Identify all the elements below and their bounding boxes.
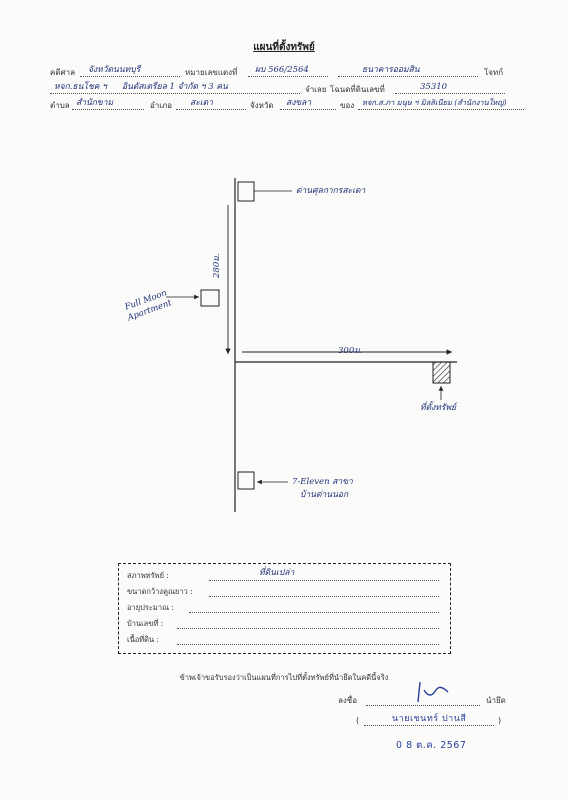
province-label: จังหวัด — [250, 101, 274, 110]
paren-open: ( — [356, 716, 360, 725]
defendant-line — [50, 93, 300, 94]
court-label: คดีศาล — [50, 68, 76, 77]
sign-label: ลงชื่อ — [338, 696, 358, 705]
document-title: แผนที่ตั้งทรัพย์ — [253, 42, 315, 53]
district-line — [176, 109, 246, 110]
condition-line — [209, 580, 439, 581]
customs-building — [237, 181, 255, 202]
seven-eleven-building — [237, 471, 255, 490]
case-value: ผบ 566/2564 — [255, 65, 309, 75]
role-label: นำยึด — [486, 696, 506, 705]
size-line — [209, 596, 439, 597]
customs-label: ด่านศุลกากรสะเดา — [296, 186, 366, 196]
condition-value: ที่ดินเปล่า — [259, 568, 295, 578]
subdistrict-line — [72, 109, 144, 110]
seven-eleven-label: 7-Eleven สาขา — [292, 477, 353, 487]
case-label: หมายเลขแดงที่ — [185, 68, 238, 77]
signature-line — [366, 705, 480, 706]
condition-label: สภาพทรัพย์ : — [127, 571, 169, 580]
certification-text: ข้าพเจ้าขอรับรองว่าเป็นแผนที่การไปที่ตั้… — [179, 673, 389, 682]
subdistrict-label: ตำบล — [50, 101, 70, 110]
full-moon-building — [200, 289, 220, 307]
property-plot — [432, 361, 451, 384]
defendant-label: จำเลย — [305, 85, 327, 94]
property-details-box: สภาพทรัพย์ : ที่ดินเปล่า ขนาดกว้างคูณยาว… — [118, 563, 451, 654]
age-line — [189, 612, 439, 613]
case-line — [248, 76, 328, 77]
subdistrict-value: สำนักขาม — [76, 98, 114, 108]
court-value: จังหวัดนนทบุรี — [88, 65, 141, 75]
deed-label: โฉนดที่ดินเลขที่ — [330, 85, 385, 94]
age-label: อายุประมาณ : — [127, 603, 174, 612]
house-number-line — [177, 628, 439, 629]
province-line — [280, 109, 336, 110]
defendant-value: หจก.ธนโชค ฯ — [54, 82, 107, 92]
land-area-line — [177, 644, 439, 645]
defendant-value-2: อินดัสเตรียล 1 จำกัด ฯ 3 คน — [122, 82, 228, 92]
property-label: ที่ตั้งทรัพย์ — [420, 403, 457, 413]
horizontal-distance-label: 300ม. — [338, 346, 363, 356]
size-label: ขนาดกว้างคูณยาว : — [127, 587, 193, 596]
signer-name-stamp: นายเชนทร์ ปานสี — [392, 714, 467, 724]
vs-line — [338, 76, 478, 77]
owner-line — [358, 109, 524, 110]
signature-stroke — [417, 681, 449, 703]
house-number-label: บ้านเลขที่ : — [127, 619, 164, 628]
vs-value: ธนาคารออมสิน — [362, 65, 420, 75]
seven-eleven-branch-label: บ้านด่านนอก — [300, 490, 349, 500]
owner-label: ของ — [340, 101, 355, 110]
court-line — [80, 76, 180, 77]
district-value: สะเดา — [190, 98, 213, 108]
date-stamp: 0 8 ต.ค. 2567 — [396, 740, 467, 751]
deed-line — [395, 93, 505, 94]
deed-value: 35310 — [420, 82, 448, 92]
land-area-label: เนื้อที่ดิน : — [127, 635, 160, 644]
name-line — [364, 725, 494, 726]
province-value: สงขลา — [286, 98, 312, 108]
paren-close: ) — [498, 716, 502, 725]
owner-value: หจก.ส.ภา มนุษ ฯ มิลลิเนียม (สำนักงานใหญ่… — [362, 98, 507, 107]
district-label: อำเภอ — [150, 101, 173, 110]
plaintiff-label: โจทก์ — [484, 68, 504, 77]
